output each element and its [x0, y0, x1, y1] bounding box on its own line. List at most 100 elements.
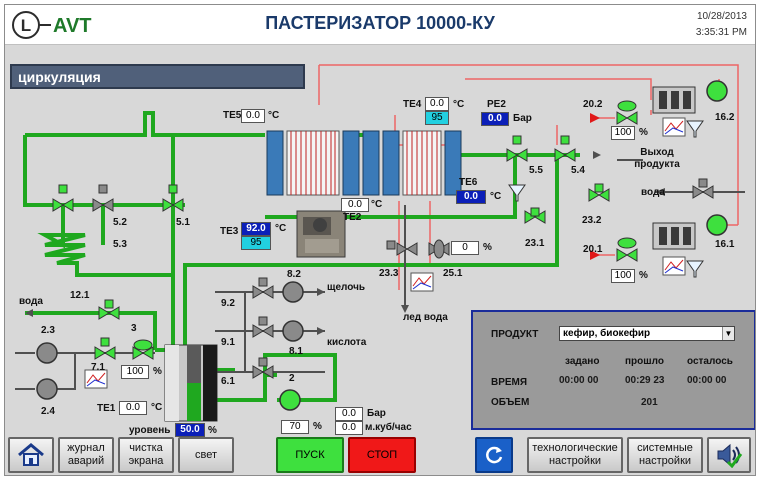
te5-label: TE5: [223, 110, 242, 121]
valve-5-1[interactable]: [162, 198, 184, 212]
pump-2-3[interactable]: [36, 342, 58, 364]
heat-exchanger: [266, 130, 462, 196]
time-row-label: ВРЕМЯ: [491, 377, 528, 388]
alarm-log-button[interactable]: журнал аварий: [58, 437, 114, 473]
pump-2-4[interactable]: [36, 378, 58, 400]
product-label: ПРОДУКТ: [491, 329, 539, 340]
valve-3-position: 100: [121, 365, 149, 379]
sound-button[interactable]: [707, 437, 751, 473]
te6-value: 0.0: [456, 190, 486, 204]
separator-top: [652, 86, 696, 114]
level-unit: %: [208, 425, 217, 436]
valve-5-5[interactable]: [506, 148, 528, 162]
te4-unit: °C: [453, 99, 465, 110]
valve-3[interactable]: [132, 346, 154, 360]
valve-25-1-label: 25.1: [443, 268, 463, 279]
pump-2-label: 2: [289, 373, 295, 384]
te4-value: 0.0: [425, 97, 449, 111]
product-select[interactable]: кефир, биокефир ▼: [559, 326, 735, 341]
actuator-9-1: [258, 316, 268, 326]
valve-6-1[interactable]: [252, 365, 274, 379]
clear-screen-button[interactable]: чистка экрана: [118, 437, 174, 473]
time-display: 3:35:31 PM: [695, 27, 747, 38]
valve-20-1[interactable]: [616, 248, 638, 262]
tech-settings-button[interactable]: технологические настройки: [527, 437, 623, 473]
date-display: 10/28/2013: [696, 11, 747, 22]
pump-8-2[interactable]: [282, 281, 304, 303]
balance-tank: [164, 344, 218, 422]
chevron-down-icon[interactable]: ▼: [722, 327, 734, 340]
pump-8-1-label: 8.1: [289, 346, 303, 357]
valve-12-1-label: 12.1: [70, 290, 90, 301]
start-button[interactable]: ПУСК: [276, 437, 344, 473]
light-button[interactable]: свет: [178, 437, 234, 473]
refresh-button[interactable]: [475, 437, 513, 473]
water-label-right: вода: [641, 187, 665, 198]
product-out-label: Выход продукта: [634, 147, 680, 170]
valve-9-2[interactable]: [252, 285, 274, 299]
valve-23-2[interactable]: [588, 188, 610, 202]
page-title: ПАСТЕРИЗАТОР 10000-КУ: [265, 13, 495, 33]
valve-7-1[interactable]: [94, 346, 116, 360]
time-left-value: 00:00 00: [687, 375, 727, 386]
valve-9-1[interactable]: [252, 324, 274, 338]
header: L AVT ПАСТЕРИЗАТОР 10000-КУ 10/28/2013 3…: [5, 5, 755, 45]
valve-5-2-label: 5.2: [113, 217, 127, 228]
actuator-20-2: [617, 100, 637, 112]
home-button[interactable]: [8, 437, 54, 473]
trend-icon-ice[interactable]: [410, 272, 434, 292]
valve-3-label: 3: [131, 323, 137, 334]
te1-unit: °C: [151, 402, 163, 413]
te2-unit: °C: [371, 199, 383, 210]
valve-5-2[interactable]: [92, 198, 114, 212]
arrow-ice-water: [401, 305, 409, 313]
te3-label: TE3: [220, 226, 239, 237]
te2-label: TE2: [343, 212, 362, 223]
actuator-23-3: [386, 240, 396, 250]
funnel-icon: [508, 184, 526, 202]
te5-unit: °C: [268, 110, 280, 121]
stop-button[interactable]: СТОП: [348, 437, 416, 473]
pump-16-1[interactable]: [706, 214, 728, 236]
actuator-5-3: [58, 184, 68, 194]
trend-icon[interactable]: [84, 369, 108, 389]
red-marker-20-2: [590, 113, 600, 123]
valve-23-3[interactable]: [396, 242, 418, 256]
home-icon: [18, 443, 44, 466]
arrow-water-in: [655, 188, 665, 196]
flow-2-unit: м.куб/час: [365, 422, 412, 433]
te6-label: TE6: [459, 177, 478, 188]
te5-value: 0.0: [241, 109, 265, 123]
actuator-23-2: [594, 183, 604, 193]
pe2-value: 0.0: [481, 112, 509, 126]
trend-icon-16-1[interactable]: [662, 256, 686, 276]
valve-5-3-label: 5.3: [113, 239, 127, 250]
valve-12-1[interactable]: [98, 306, 120, 320]
system-settings-button[interactable]: системные настройки: [627, 437, 703, 473]
valve-20-2[interactable]: [616, 111, 638, 125]
valve-9-1-label: 9.1: [221, 337, 235, 348]
actuator-12-1: [104, 299, 114, 309]
te1-label: TE1: [97, 403, 116, 414]
valve-23-1[interactable]: [524, 210, 546, 224]
pe2-unit: Бар: [513, 113, 532, 124]
actuator-5-1: [168, 184, 178, 194]
arrow-acid: [317, 327, 325, 335]
valve-5-4[interactable]: [554, 148, 576, 162]
valve-20-1-unit: %: [639, 270, 648, 281]
trend-icon-pe[interactable]: [662, 117, 686, 137]
valve-water[interactable]: [692, 185, 714, 199]
te6-unit: °C: [490, 191, 502, 202]
pump-16-2[interactable]: [706, 80, 728, 102]
pump-2-4-label: 2.4: [41, 406, 55, 417]
acid-label: кислота: [327, 337, 367, 348]
logo: L AVT: [12, 11, 92, 39]
pump-16-2-label: 16.2: [715, 112, 735, 123]
actuator-23-1: [530, 207, 540, 217]
volume-row-label: ОБЪЕМ: [491, 397, 530, 408]
pump-2[interactable]: [279, 389, 301, 411]
valve-5-3[interactable]: [52, 198, 74, 212]
pump-8-1[interactable]: [282, 320, 304, 342]
pump-2-speed: 70: [281, 420, 309, 434]
valve-23-2-label: 23.2: [582, 215, 602, 226]
